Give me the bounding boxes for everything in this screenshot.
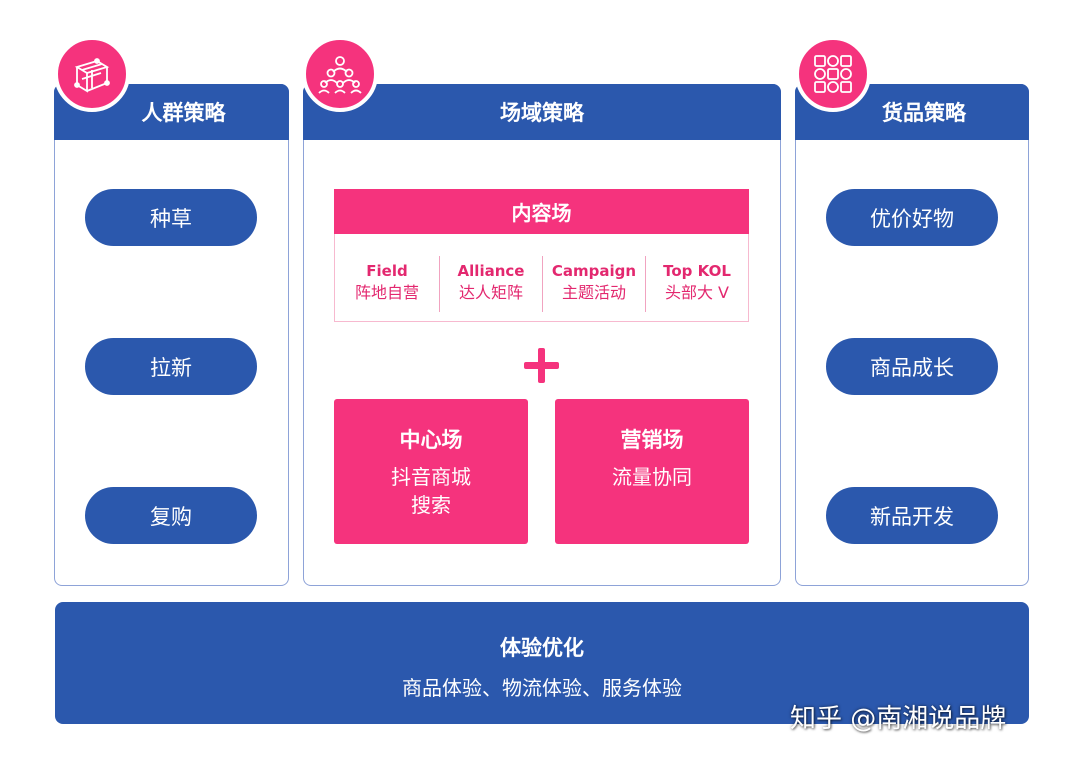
audience-strategy-title-text: 人群策略 [141,101,226,125]
divider [439,256,440,312]
sub-campaign: Campaign 主题活动 [542,260,646,304]
central-field-box: 中心场 抖音商城 搜索 [334,399,528,544]
experience-optimization-bar: 体验优化 商品体验、物流体验、服务体验 [55,602,1029,724]
sub-field-en: Field [366,262,408,280]
product-grid-icon [814,55,852,93]
sub-alliance-en: Alliance [457,262,525,280]
sub-alliance: Alliance 达人矩阵 [439,260,543,304]
field-strategy-title: 场域策略 [303,84,781,140]
marketing-field-box: 营销场 流量协同 [555,399,749,544]
pill-acquisition: 拉新 [85,338,257,395]
divider [542,256,543,312]
sub-topkol: Top KOL 头部大 V [645,260,749,304]
cube-icon [74,58,110,93]
watermark: 知乎 @南湘说品牌 [790,704,1007,734]
audience-badge [54,36,130,112]
experience-optimization-title: 体验优化 [500,636,584,660]
pill-new-product-dev: 新品开发 [826,487,998,544]
central-field-line: 抖音商城 [391,465,471,489]
pill-seeding: 种草 [85,189,257,246]
sub-field-cn: 阵地自营 [354,283,419,302]
central-field-line: 搜索 [411,493,451,517]
marketing-field-line: 流量协同 [612,465,692,489]
plus-icon-vertical [538,348,545,383]
pill-value-products: 优价好物 [826,189,998,246]
sub-campaign-cn: 主题活动 [561,283,626,302]
sub-field: Field 阵地自营 [335,260,439,304]
central-field-title: 中心场 [399,428,463,452]
divider [645,256,646,312]
experience-optimization-subtitle: 商品体验、物流体验、服务体验 [402,676,682,700]
people-group-icon [318,56,362,94]
sub-alliance-cn: 达人矩阵 [458,283,523,302]
field-strategy-title-text: 场域策略 [500,101,584,125]
sub-campaign-en: Campaign [551,262,637,280]
content-field-title: 内容场 [334,189,749,234]
field-badge [302,36,378,112]
pill-product-growth: 商品成长 [826,338,998,395]
product-strategy-title-text: 货品策略 [882,101,966,125]
pill-repurchase: 复购 [85,487,257,544]
content-field-box: 内容场 Field 阵地自营 Alliance 达人矩阵 Campaign 主题… [334,189,749,322]
marketing-field-title: 营销场 [620,428,684,452]
sub-topkol-en: Top KOL [663,262,731,280]
sub-topkol-cn: 头部大 V [664,283,730,302]
product-badge [795,36,871,112]
